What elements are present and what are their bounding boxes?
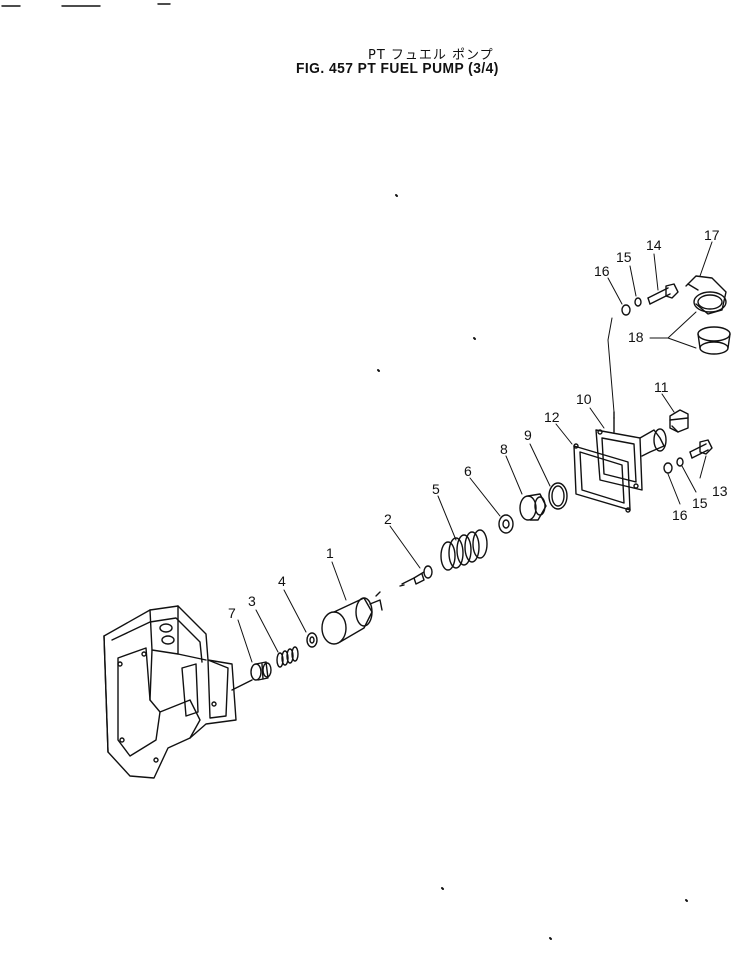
scan-marks	[1, 3, 171, 7]
callout-16-upper: 16	[594, 263, 610, 279]
callout-1: 1	[326, 545, 334, 561]
part-15-washer-lower	[676, 457, 684, 467]
callout-13: 13	[712, 483, 728, 499]
part-4-washer	[306, 632, 318, 648]
callout-3: 3	[248, 593, 256, 609]
callout-labels: 1 2 3 4 5 6 7 8 9 10 11 12 13 14 15 15 1…	[228, 227, 728, 621]
part-1-plunger	[321, 591, 383, 645]
part-3-spring	[276, 646, 299, 668]
callout-5: 5	[432, 481, 440, 497]
callout-14: 14	[646, 237, 662, 253]
callout-2: 2	[384, 511, 392, 527]
callout-9: 9	[524, 427, 532, 443]
callout-17: 17	[704, 227, 720, 243]
part-15-washer-upper	[634, 297, 642, 307]
part-7-plug	[250, 661, 272, 681]
part-13-bolt	[689, 439, 713, 459]
part-5-spring	[440, 529, 488, 571]
part-16-washer-upper	[621, 304, 631, 316]
callout-10: 10	[576, 391, 592, 407]
part-8-retainer	[519, 493, 547, 521]
callout-16-lower: 16	[672, 507, 688, 523]
callout-11: 11	[654, 379, 669, 395]
callout-15-upper: 15	[616, 249, 632, 265]
part-16-washer-lower	[663, 462, 673, 474]
part-6-washer	[498, 514, 514, 534]
part-11-plug	[669, 409, 689, 433]
callout-18: 18	[628, 329, 644, 345]
scan-specks	[377, 194, 688, 940]
callout-7: 7	[228, 605, 236, 621]
callout-4: 4	[278, 573, 286, 589]
part-14-bolt	[647, 283, 679, 305]
part-18-clamp	[697, 326, 731, 355]
callout-15-lower: 15	[692, 495, 708, 511]
part-9-snap-ring	[548, 482, 568, 510]
title-japanese: PT フュエル ポンプ	[368, 48, 494, 63]
connector-lines	[607, 311, 697, 413]
leader-lines	[237, 241, 713, 663]
callout-12: 12	[544, 409, 560, 425]
part-10-cover	[595, 411, 667, 491]
pump-housing	[103, 605, 253, 779]
figure-title: FIG. 457 PT FUEL PUMP (3/4)	[296, 60, 499, 77]
callout-8: 8	[500, 441, 508, 457]
callout-6: 6	[464, 463, 472, 479]
part-2-needle	[399, 565, 433, 587]
part-12-gasket	[573, 443, 631, 513]
part-17-elbow	[685, 275, 727, 315]
